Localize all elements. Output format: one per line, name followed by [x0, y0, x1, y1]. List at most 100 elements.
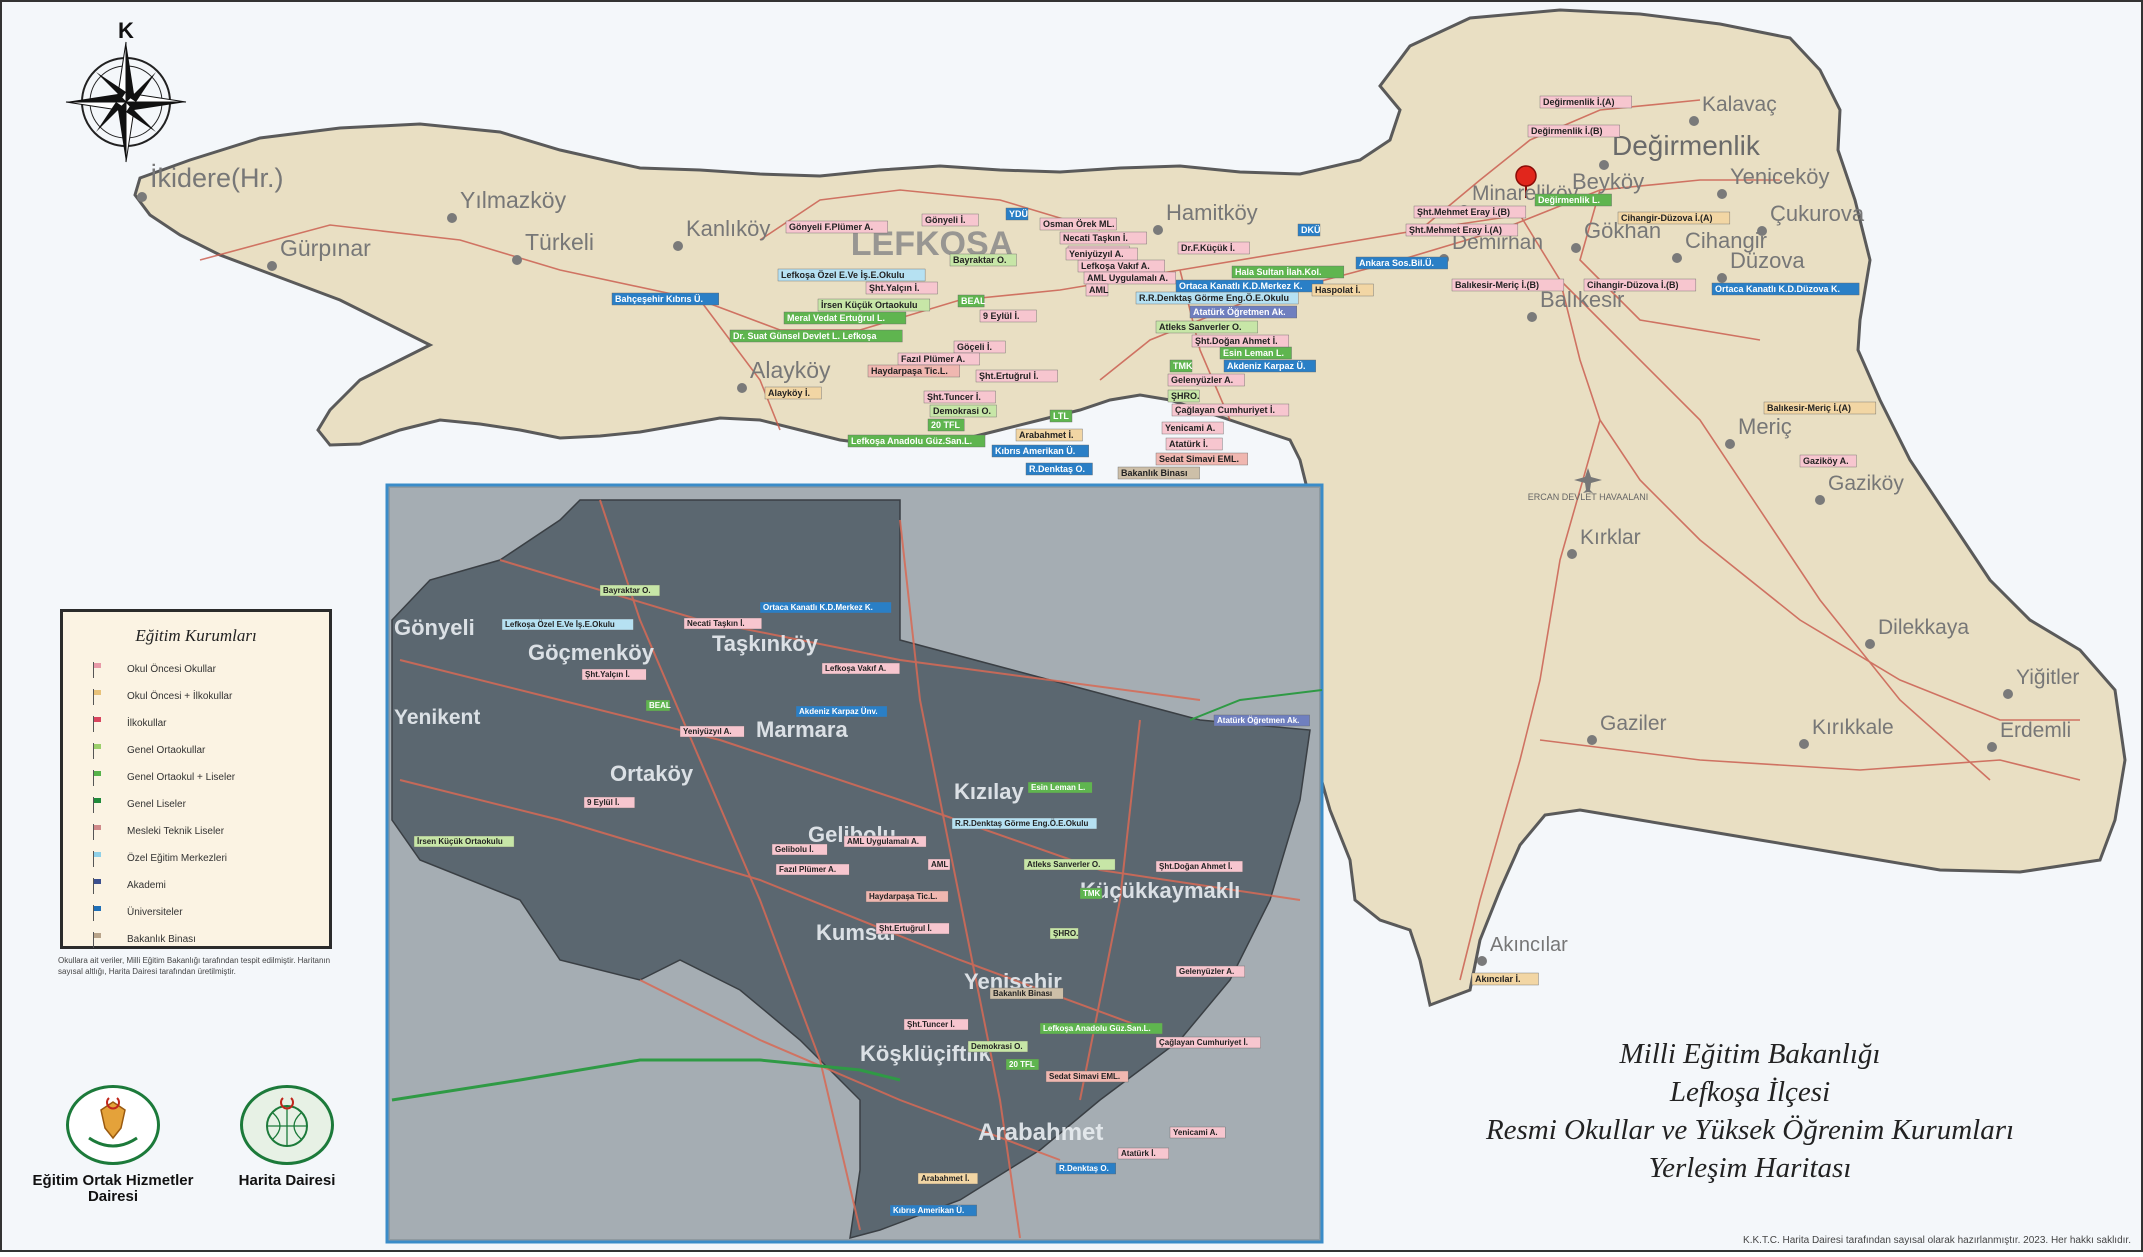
school-label-text: Esin Leman L.: [1223, 348, 1284, 358]
village-duzova: Düzova: [1717, 248, 1805, 283]
label-box: [783, 311, 907, 325]
label-box: [1155, 1036, 1261, 1049]
district-kizilay: Kızılay: [954, 779, 1024, 804]
location-pin-icon: [1515, 165, 1537, 198]
school-label-text: LTL: [1053, 411, 1069, 421]
label-box: [979, 309, 1037, 323]
school-label-s59: AML Uygulamalı A.: [1083, 271, 1176, 285]
school-label-s1: Değirmenlik İ.(A): [1539, 95, 1632, 109]
legend-item: Üniversiteler: [63, 899, 329, 926]
school-label-text: Gelibolu İ.: [775, 845, 814, 854]
label-box: [1161, 421, 1224, 435]
inset-school-label-i30: 20 TFL: [1005, 1058, 1040, 1071]
flag-icon: [91, 769, 103, 786]
school-label-text: Şht.Tuncer İ.: [927, 392, 981, 402]
flag-icon: [91, 742, 103, 759]
school-label-text: Atatürk İ.: [1169, 439, 1208, 449]
school-label-text: Lefkoşa Özel E.Ve İş.E.Okulu: [781, 270, 905, 280]
school-label-text: BEAL: [649, 701, 671, 710]
legend-item: Genel Ortaokul + Liseler: [63, 764, 329, 791]
school-label-text: Demokrasi O.: [933, 406, 991, 416]
school-label-s28: Haydarpaşa Tic.L.: [867, 364, 960, 378]
village-cihangir: Cihangir: [1672, 228, 1767, 263]
village-dot-icon: [267, 261, 277, 271]
label-box: [843, 835, 927, 848]
inset-school-label-i11: 9 Eylül İ.: [583, 796, 635, 809]
flag-icon: [91, 796, 103, 813]
village-akincilar: Akıncılar: [1477, 934, 1568, 966]
school-label-s7: Balıkesir-Meriç İ.(B): [1451, 278, 1565, 292]
school-label-text: Yenicami A.: [1173, 1128, 1218, 1137]
school-label-text: Yenicami A.: [1165, 423, 1215, 433]
school-label-text: Kıbrıs Amerikan Ü.: [893, 1206, 964, 1215]
school-label-text: Atatürk Öğretmen Ak.: [1217, 716, 1299, 725]
label-box: [771, 843, 828, 856]
village-label: Dilekkaya: [1878, 616, 1969, 639]
school-label-text: Haydarpaşa Tic.L.: [869, 892, 937, 901]
village-label: Demirhan: [1452, 231, 1543, 254]
school-label-text: R.R.Denktaş Görme Eng.Ö.E.Okulu: [955, 819, 1088, 828]
label-box: [921, 213, 979, 227]
school-label-text: Gönyeli İ.: [925, 215, 966, 225]
school-label-s16: Osman Örek ML.: [1039, 217, 1117, 231]
school-label-text: DKÜ: [1301, 225, 1321, 235]
legend-item-label: Üniversiteler: [127, 907, 183, 918]
label-box: [759, 601, 892, 614]
label-box: [1799, 454, 1857, 468]
village-dot-icon: [1757, 226, 1767, 236]
school-label-s42: Yenicami A.: [1161, 421, 1224, 435]
label-box: [1311, 283, 1374, 297]
inset-school-layer: Bayraktar O.Lefkoşa Özel E.Ve İş.E.Okulu…: [413, 584, 1310, 1217]
inset-school-label-i35: R.Denktaş O.: [1055, 1162, 1116, 1175]
label-box: [1015, 428, 1083, 442]
label-box: [1065, 247, 1138, 261]
compass-rose-icon: [65, 41, 187, 163]
legend-item: Okul Öncesi + İlkokullar: [63, 683, 329, 710]
village-dot-icon: [447, 213, 457, 223]
emblem-shape-icon: [88, 1097, 138, 1148]
label-box: [1539, 95, 1632, 109]
school-label-text: 9 Eylül İ.: [587, 798, 619, 807]
inset-school-label-i28: Lefkoşa Anadolu Güz.San.L.: [1039, 1022, 1163, 1035]
label-box: [989, 987, 1064, 1000]
label-box: [1005, 1058, 1040, 1071]
village-label: Kanlıköy: [686, 216, 770, 241]
airport-icon: [1574, 468, 1602, 493]
school-label-text: Ortaca Kanatlı K.D.Düzova K.: [1715, 284, 1840, 294]
district-gonyeli: Gönyeli: [394, 615, 475, 640]
school-label-text: Ortaca Kanatlı K.D.Merkez K.: [1179, 281, 1303, 291]
school-label-s62: 9 Eylül İ.: [979, 309, 1037, 323]
legend-item-label: Genel Liseler: [127, 799, 186, 810]
label-box: [1297, 223, 1321, 237]
label-box: [1177, 241, 1250, 255]
label-box: [777, 268, 926, 282]
district-ortakoy: Ortaköy: [610, 761, 694, 786]
title-line-4: Yerleşim Haritası: [1648, 1152, 1852, 1184]
school-label-s30: Alayköy İ.: [764, 386, 822, 400]
inset-school-label-i31: Çağlayan Cumhuriyet İ.: [1155, 1036, 1261, 1049]
village-dot-icon: [1587, 735, 1597, 745]
village-dot-icon: [1725, 439, 1735, 449]
school-label-s21: Şht.Yalçın İ.: [865, 281, 938, 295]
label-box: [1027, 781, 1093, 794]
label-box: [645, 699, 671, 712]
village-label: Hamitköy: [1166, 200, 1258, 225]
school-label-text: Atatürk Öğretmen Ak.: [1193, 307, 1286, 317]
label-box: [1169, 1126, 1226, 1139]
legend-title: Eğitim Kurumları: [135, 626, 257, 645]
label-box: [1171, 403, 1290, 417]
district-taskinkoy: Taşkınköy: [712, 631, 819, 656]
village-yenicekoy: Yeniceköy: [1717, 164, 1829, 199]
school-label-s48: Esin Leman L.: [1219, 346, 1292, 360]
village-dot-icon: [2003, 689, 2013, 699]
school-label-text: Alayköy İ.: [768, 388, 810, 398]
village-dot-icon: [1153, 225, 1163, 235]
village-dot-icon: [1815, 495, 1825, 505]
label-box: [1083, 271, 1176, 285]
label-box: [1117, 1147, 1169, 1160]
label-box: [413, 835, 515, 848]
school-label-text: ŞHRO.: [1171, 391, 1200, 401]
school-label-text: İrsen Küçük Ortaokulu: [821, 300, 918, 310]
school-label-text: Bayraktar O.: [953, 255, 1007, 265]
